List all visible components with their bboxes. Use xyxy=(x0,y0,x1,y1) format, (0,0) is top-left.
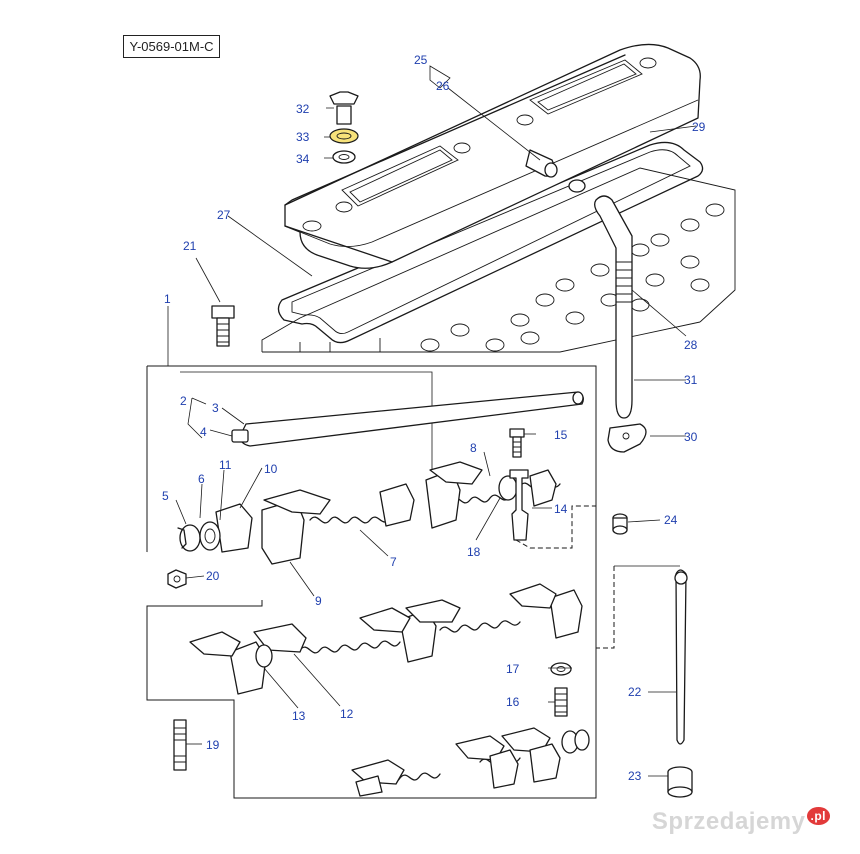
middle-rocker-assembly xyxy=(189,583,583,695)
bolt-21 xyxy=(211,305,235,347)
callout-2: 2 xyxy=(180,394,187,408)
callout-3: 3 xyxy=(212,401,219,415)
watermark-tld: .pl xyxy=(806,807,830,825)
callout-labels: 1 2 3 4 5 6 7 8 9 10 11 12 13 14 15 16 1… xyxy=(162,53,706,783)
breather-hose xyxy=(568,179,647,453)
watermark-logo: Sprzedajemy.pl xyxy=(651,807,830,836)
callout-30: 30 xyxy=(684,430,698,444)
watermark-brand: Sprzedajemy xyxy=(651,808,806,835)
stud-16 xyxy=(554,687,568,717)
callout-23: 23 xyxy=(628,769,642,783)
callout-15: 15 xyxy=(554,428,568,442)
callout-13: 13 xyxy=(292,709,306,723)
lower-rocker-assembly xyxy=(351,727,590,797)
callout-8: 8 xyxy=(470,441,477,455)
leader-lines xyxy=(167,65,697,777)
callout-11: 11 xyxy=(219,458,232,472)
callout-22: 22 xyxy=(628,685,642,699)
cover-gasket xyxy=(277,141,704,344)
callout-6: 6 xyxy=(198,472,205,486)
callout-21: 21 xyxy=(183,239,197,253)
callout-33: 33 xyxy=(296,130,310,144)
callout-1: 1 xyxy=(164,292,171,306)
rocker-cover xyxy=(284,43,701,269)
callout-10: 10 xyxy=(264,462,278,476)
cover-bolt-stack xyxy=(329,91,359,164)
stud-19 xyxy=(173,719,187,771)
callout-5: 5 xyxy=(162,489,169,503)
callout-26: 26 xyxy=(436,79,450,93)
upper-rocker-assembly xyxy=(177,461,561,565)
callout-34: 34 xyxy=(296,152,310,166)
diagram-reference-code: Y-0569-01M-C xyxy=(123,35,220,58)
callout-20: 20 xyxy=(206,569,220,583)
plug-24 xyxy=(612,513,628,535)
callout-16: 16 xyxy=(506,695,520,709)
callout-28: 28 xyxy=(684,338,698,352)
engine-block-outline xyxy=(261,167,736,353)
callout-29: 29 xyxy=(692,120,706,134)
rocker-shaft xyxy=(231,391,584,447)
bolt-15 xyxy=(509,428,525,458)
callout-12: 12 xyxy=(340,707,354,721)
callout-7: 7 xyxy=(390,555,397,569)
callout-24: 24 xyxy=(664,513,678,527)
tappet xyxy=(667,766,693,798)
callout-4: 4 xyxy=(200,425,207,439)
callout-27: 27 xyxy=(217,208,231,222)
callout-31: 31 xyxy=(684,373,698,387)
nut-20 xyxy=(167,569,187,589)
push-rod xyxy=(596,565,688,745)
highlighted-washer xyxy=(329,128,359,144)
callout-14: 14 xyxy=(554,502,568,516)
callout-9: 9 xyxy=(315,594,322,608)
callout-17: 17 xyxy=(506,662,520,676)
callout-18: 18 xyxy=(467,545,481,559)
callout-25: 25 xyxy=(414,53,428,67)
dashed-connectors xyxy=(515,505,596,549)
callout-32: 32 xyxy=(296,102,310,116)
nut-17 xyxy=(550,662,572,676)
callout-19: 19 xyxy=(206,738,220,752)
